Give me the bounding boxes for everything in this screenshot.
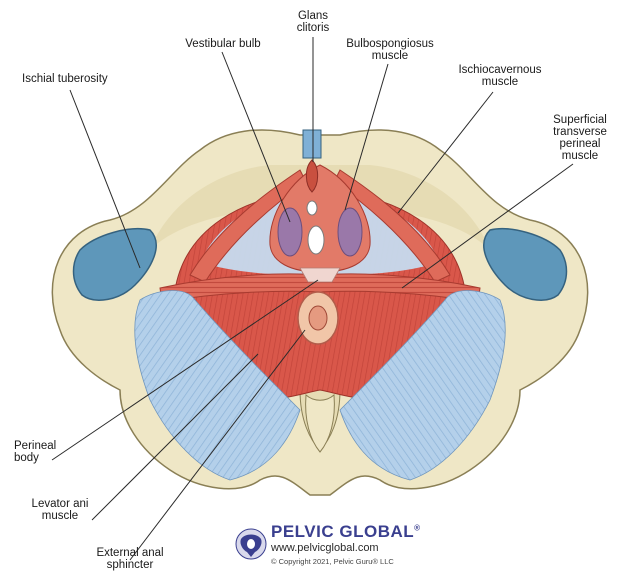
label-levator-ani-muscle: Levator ani muscle (31, 498, 89, 522)
brand-copyright: © Copyright 2021, Pelvic Guru® LLC (271, 557, 394, 566)
perineal-body (299, 267, 341, 283)
leader-transverse (401, 163, 574, 289)
pelvis-logo-icon (235, 528, 267, 560)
label-external-anal-sphincter: External anal sphincter (96, 547, 164, 571)
glans-clitoris (305, 159, 319, 193)
coccyx (305, 393, 335, 453)
label-superficial-transverse-perineal-muscle: Superficial transverse perineal muscle (553, 114, 607, 162)
leader-lines (51, 37, 574, 561)
brand-name-text: PELVIC GLOBAL (271, 522, 415, 541)
leader-ischial (69, 89, 141, 269)
label-vestibular-bulb: Vestibular bulb (185, 38, 261, 50)
vestibular-bulb-left (277, 207, 303, 257)
ischial-pad-left (72, 228, 157, 301)
label-ischiocavernous-muscle: Ischiocavernous muscle (458, 64, 542, 88)
brand-url[interactable]: www.pelvicglobal.com (271, 542, 379, 554)
leader-external-anal (129, 329, 306, 561)
pubic-symphysis (302, 129, 322, 159)
ligament-right (339, 290, 506, 481)
anal-opening (308, 305, 328, 331)
label-ischial-tuberosity: Ischial tuberosity (22, 73, 108, 85)
label-bulbospongiosus-muscle: Bulbospongiosus muscle (346, 38, 434, 62)
leader-vestibular (221, 51, 291, 223)
label-glans-clitoris: Glans clitoris (296, 10, 330, 34)
leader-perineal-body (51, 279, 319, 461)
vestibular-bulb-right (337, 207, 363, 257)
leader-ischiocavernous (397, 91, 494, 214)
leader-bulbospongiosus (344, 63, 389, 211)
ischial-pad-right (483, 228, 568, 301)
urethral-opening (306, 200, 318, 216)
brand-registered-mark: ® (414, 523, 421, 533)
brand-logo: PELVIC GLOBAL® www.pelvicglobal.com © Co… (233, 522, 433, 572)
ligament-left (134, 290, 301, 481)
vaginal-opening (307, 225, 325, 255)
leader-levator (91, 353, 259, 521)
brand-name: PELVIC GLOBAL® (271, 522, 421, 542)
label-perineal-body: Perineal body (14, 440, 57, 464)
